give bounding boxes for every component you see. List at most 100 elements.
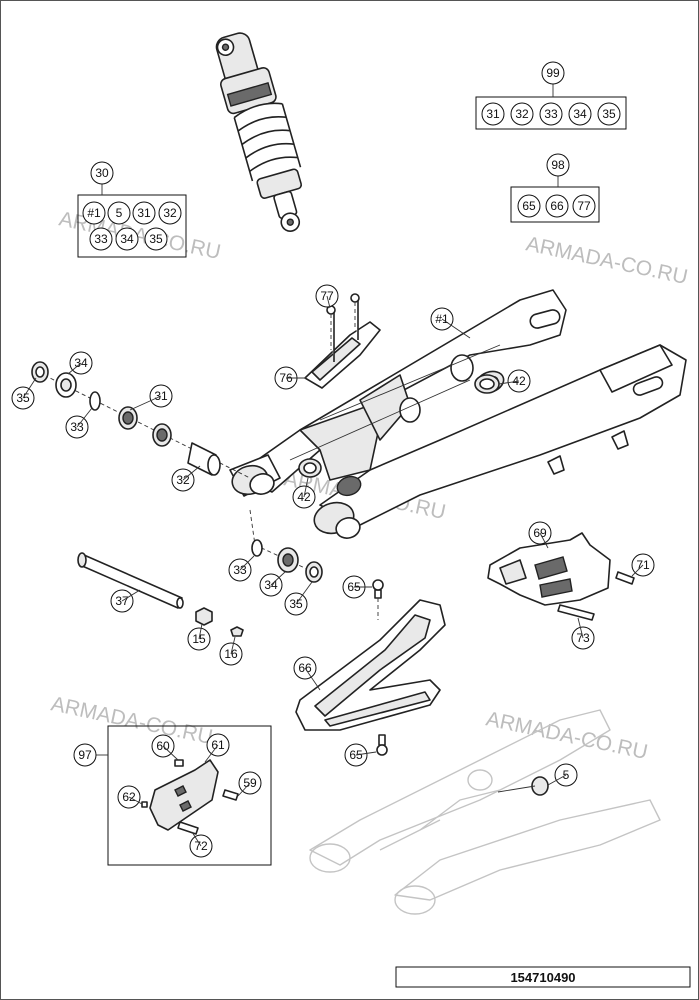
kit-97-header: 97	[73, 743, 97, 767]
callout-16: 16	[219, 642, 243, 666]
kit-99-item-label: 34	[573, 107, 587, 121]
kit-30-item-label: #1	[87, 206, 101, 220]
kit-98-header-label: 98	[551, 158, 565, 172]
kit-30-item-label: 32	[163, 206, 177, 220]
kit-30-item-label: 35	[149, 232, 163, 246]
kit-99-header-label: 99	[546, 66, 560, 80]
leader-c_34a	[67, 362, 82, 375]
leader-c_69	[539, 532, 549, 549]
kit-98-item-label: 77	[577, 199, 591, 213]
kit-30-item-circle	[158, 201, 182, 225]
leader-c_59	[237, 782, 251, 797]
leader-c_15	[198, 623, 203, 640]
kit-30-item-circle	[144, 227, 168, 251]
lower-bearing-stack-illustration	[249, 509, 323, 583]
leader-c_62	[128, 796, 143, 805]
ring-42-top-illustration	[474, 374, 500, 394]
kit-98-item-circle	[545, 194, 569, 218]
leader-c_33a	[76, 407, 93, 428]
kit-30-item-circle	[82, 201, 106, 225]
axle-illustration	[77, 552, 244, 637]
kit-99-item-label: 35	[602, 107, 616, 121]
leader-c_66	[304, 667, 321, 691]
kit-30-item-circle	[107, 201, 131, 225]
kit-98-item-label: 65	[522, 199, 536, 213]
leader-c_33b	[239, 555, 255, 571]
kit-99-item-circle	[568, 102, 592, 126]
leader-c_35a	[22, 377, 37, 399]
ring-42-bottom-illustration	[298, 458, 322, 478]
leader-c_16	[230, 636, 236, 655]
kit-98-item: 65	[517, 194, 541, 218]
kit-99-header-circle	[541, 61, 565, 85]
leader-c_34b	[270, 571, 286, 586]
kit-97-header-label: 97	[78, 748, 92, 762]
kit-30-item-circle	[89, 227, 113, 251]
leader-c_73	[577, 617, 584, 639]
leader-c_60	[162, 745, 179, 761]
leader-c_42b	[303, 477, 309, 498]
callout-61-label: 61	[211, 738, 225, 752]
kit-30-header-circle	[90, 161, 114, 185]
chain-guide-illustration	[304, 293, 381, 389]
kit-99-box	[475, 84, 627, 130]
kit-98-item-circle	[572, 194, 596, 218]
kit-30-item: 33	[89, 227, 113, 251]
swingarm-ghost-illustration	[309, 709, 661, 915]
kit-99-header: 99	[541, 61, 565, 85]
kit-30-item: 35	[144, 227, 168, 251]
kit-99-item: 33	[539, 102, 563, 126]
leader-lines	[22, 295, 644, 847]
kit-99-item: 31	[481, 102, 505, 126]
kit-97-header-circle	[73, 743, 97, 767]
diagram-number: 154710490	[510, 970, 575, 985]
kit-98-item: 66	[545, 194, 569, 218]
kit-30-item-label: 34	[120, 232, 134, 246]
leader-c_5	[547, 774, 567, 786]
watermark-4: ARMADA-CO.RU	[49, 692, 215, 749]
kit-99-item-label: 32	[515, 107, 529, 121]
kit-30-box	[77, 184, 187, 258]
kit-99-item-circle	[510, 102, 534, 126]
swingarm-illustration	[229, 289, 687, 539]
kit-98-header: 98	[546, 153, 570, 177]
kit-98-header-circle	[546, 153, 570, 177]
kit-30-header: 30	[90, 161, 114, 185]
kit-99-item: 32	[510, 102, 534, 126]
kit-30-item: 34	[115, 227, 139, 251]
kit-30-item-circle	[132, 201, 156, 225]
kit-99-item-circle	[481, 102, 505, 126]
kit-97-box	[96, 725, 272, 866]
leader-c_65b	[355, 751, 377, 756]
kit-97-bracket-illustration	[141, 759, 239, 835]
kit-98-box	[510, 176, 600, 223]
kit-99-item-circle	[539, 102, 563, 126]
callout-42a-label: 42	[512, 374, 526, 388]
callout-72-label: 72	[194, 839, 208, 853]
kit-99-item: 34	[568, 102, 592, 126]
chain-guide-69-illustration	[487, 532, 635, 621]
callout-73-label: 73	[576, 631, 590, 645]
kit-99-item-circle	[597, 102, 621, 126]
leader-c_72	[191, 831, 202, 847]
kit-30-item-label: 5	[116, 206, 123, 220]
kit-30-item: 32	[158, 201, 182, 225]
leader-c_61	[204, 744, 219, 763]
kit-98-item-label: 66	[550, 199, 564, 213]
diagram-number-box: 154710490	[395, 966, 691, 988]
chain-slider-illustration	[295, 579, 446, 756]
kit-99-item: 35	[597, 102, 621, 126]
callout-5-label: 5	[563, 768, 570, 782]
kit-98-item-circle	[517, 194, 541, 218]
left-bearing-stack-illustration	[31, 361, 251, 479]
leader-c_77	[326, 295, 331, 309]
kit-98-item: 77	[572, 194, 596, 218]
leader-c_32	[182, 465, 201, 481]
callout-34a-label: 34	[74, 356, 88, 370]
shock-absorber-illustration	[215, 32, 303, 232]
kit-30-item: #1	[82, 201, 106, 225]
kit-30-item-circle	[115, 227, 139, 251]
leader-c_31	[129, 395, 162, 411]
